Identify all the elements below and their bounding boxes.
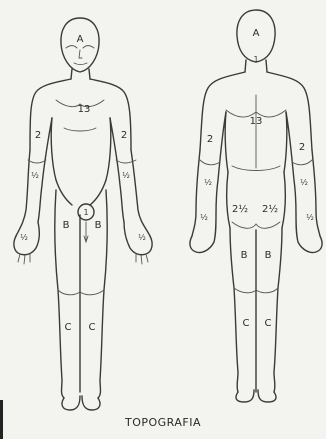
front-label-leg-right: C bbox=[89, 322, 96, 333]
front-label-arm-right: 2 bbox=[121, 130, 127, 141]
back-label-forearm-right: ½ bbox=[300, 178, 308, 187]
figure-caption: TOPOGRAFIA bbox=[0, 416, 326, 429]
back-label-neck: 1 bbox=[253, 55, 258, 64]
front-label-thigh-left: B bbox=[63, 220, 70, 231]
back-left-arm bbox=[192, 112, 226, 236]
back-body-figure bbox=[190, 10, 322, 402]
front-head-outline bbox=[61, 18, 99, 72]
back-right-arm bbox=[286, 112, 320, 236]
front-label-thigh-right: B bbox=[95, 220, 102, 231]
front-right-arm bbox=[110, 118, 150, 236]
back-legs-outline bbox=[230, 228, 282, 392]
front-label-pelvis: 1 bbox=[83, 208, 88, 217]
back-label-buttock-left: 2½ bbox=[232, 203, 248, 215]
back-label-forearm-left: ½ bbox=[204, 178, 212, 187]
back-label-buttock-right: 2½ bbox=[262, 203, 278, 215]
back-label-thigh-left: B bbox=[241, 250, 248, 261]
back-label-arm-left: 2 bbox=[207, 134, 213, 145]
front-label-hand-left: ½ bbox=[20, 233, 28, 242]
back-label-head: A bbox=[253, 28, 260, 39]
front-label-leg-left: C bbox=[65, 322, 72, 333]
front-label-forearm-left: ½ bbox=[31, 171, 39, 180]
front-feet bbox=[62, 396, 100, 410]
back-label-leg-right: C bbox=[265, 318, 272, 329]
front-label-arm-left: 2 bbox=[35, 130, 41, 141]
front-label-forearm-right: ½ bbox=[122, 171, 130, 180]
front-label-torso: 13 bbox=[78, 104, 91, 115]
back-label-torso: 13 bbox=[250, 116, 263, 127]
back-label-hand-left: ½ bbox=[200, 213, 208, 222]
front-torso-outline bbox=[30, 79, 131, 180]
back-label-arm-right: 2 bbox=[299, 142, 305, 153]
front-label-hand-right: ½ bbox=[138, 233, 146, 242]
back-label-leg-left: C bbox=[243, 318, 250, 329]
back-label-hand-right: ½ bbox=[306, 213, 314, 222]
back-label-thigh-right: B bbox=[265, 250, 272, 261]
front-label-head: A bbox=[77, 34, 84, 45]
